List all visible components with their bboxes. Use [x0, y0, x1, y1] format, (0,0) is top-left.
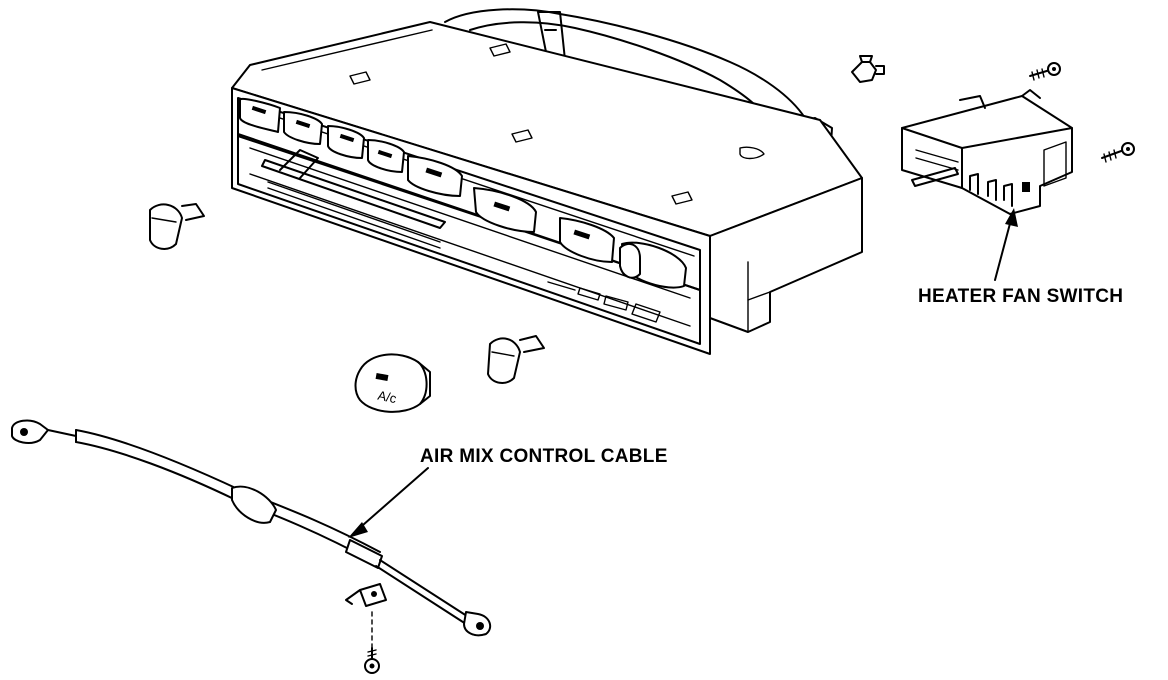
control-knob-left	[149, 203, 205, 250]
ac-button: A/c	[354, 353, 431, 413]
screw-fan-switch-side	[1101, 142, 1135, 163]
air-mix-control-cable	[11, 419, 492, 637]
clip-top-center	[851, 55, 885, 83]
callout-air-mix-control-cable: AIR MIX CONTROL CABLE	[348, 446, 668, 538]
clamp-screw	[364, 611, 380, 674]
label-heater-fan-switch: HEATER FAN SWITCH	[918, 286, 1123, 307]
heater-control-panel	[231, 8, 863, 355]
label-air-mix-control-cable: AIR MIX CONTROL CABLE	[420, 446, 668, 467]
heater-fan-switch	[901, 89, 1073, 215]
screw-fan-switch-top	[1029, 62, 1061, 81]
cable-clamp	[345, 583, 387, 607]
control-buttons	[239, 98, 687, 289]
callout-heater-fan-switch: HEATER FAN SWITCH	[918, 208, 1123, 307]
ac-button-label: A/c	[376, 388, 398, 407]
control-knob-center	[487, 335, 545, 384]
